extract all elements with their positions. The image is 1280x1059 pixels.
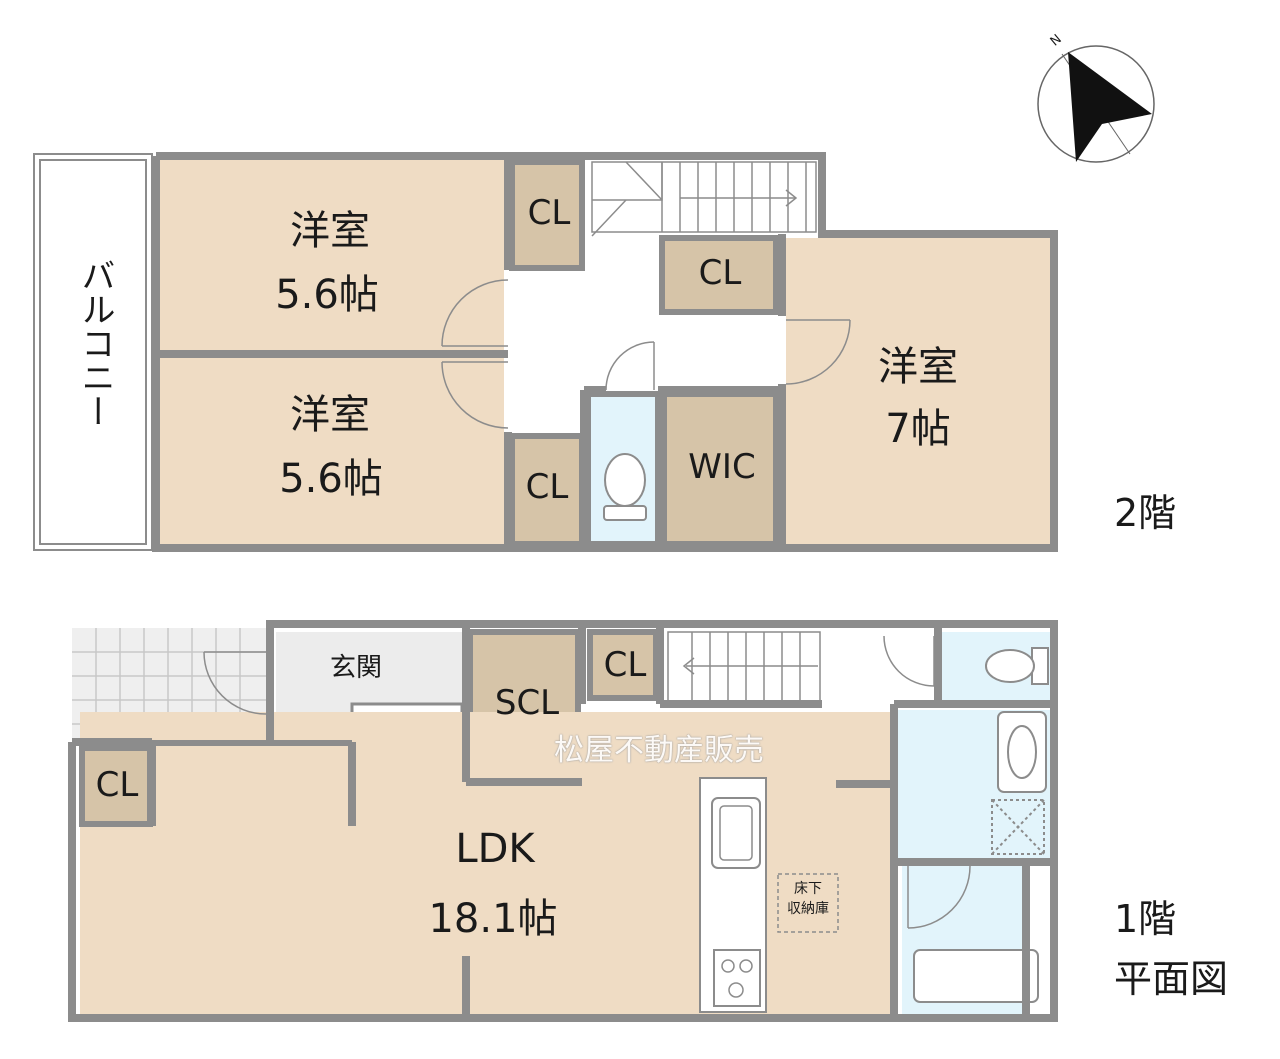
shoes-closet-label: SCL bbox=[494, 683, 560, 723]
doors-1f bbox=[203, 635, 971, 929]
wic-label: WIC bbox=[688, 447, 756, 487]
balcony-area bbox=[33, 153, 153, 551]
balcony-label: バルコニー bbox=[75, 258, 115, 428]
ldk-name: LDK bbox=[455, 826, 535, 872]
entrance-label: 玄関 bbox=[329, 653, 382, 683]
floor-1-plan bbox=[68, 453, 1058, 1022]
underfloor-storage-box bbox=[777, 873, 839, 933]
room-e-name: 洋室 bbox=[878, 344, 958, 390]
watermark: 松屋不動産販売 bbox=[554, 733, 764, 768]
room-sw-size: 5.6帖 bbox=[279, 456, 383, 502]
closet-2f-2-label: CL bbox=[525, 467, 569, 507]
room-e-size: 7帖 bbox=[885, 406, 951, 452]
kitchen-counter bbox=[699, 777, 767, 1013]
closet-2f-3 bbox=[659, 235, 779, 315]
closet-2f-3-label: CL bbox=[698, 253, 742, 293]
plan-title: 平面図 bbox=[1114, 957, 1229, 1001]
doors-2f bbox=[441, 279, 851, 429]
fixtures-1f bbox=[913, 647, 1049, 1003]
closet-1f-2-label: CL bbox=[95, 765, 139, 805]
closet-1f-2 bbox=[79, 745, 153, 827]
room-nw bbox=[160, 160, 504, 350]
closet-1f-1-label: CL bbox=[603, 645, 647, 685]
floor-2-plan bbox=[33, 45, 1155, 552]
walls-1f bbox=[68, 620, 1058, 1022]
underfloor-storage-line-2: 収納庫 bbox=[787, 901, 829, 917]
underfloor-storage-line-1: 床下 bbox=[794, 881, 822, 897]
room-sw-name: 洋室 bbox=[290, 392, 370, 438]
floor-2-label: 2階 bbox=[1114, 491, 1177, 535]
toilet-2f-fixture bbox=[603, 453, 647, 521]
stairs-2f bbox=[591, 161, 817, 237]
room-e bbox=[786, 238, 1050, 544]
compass bbox=[1037, 45, 1155, 163]
stairs-1f bbox=[667, 631, 821, 703]
closet-2f-1 bbox=[509, 159, 585, 271]
room-nw-size: 5.6帖 bbox=[275, 272, 379, 318]
floor-1-label: 1階 bbox=[1114, 897, 1177, 941]
room-sw bbox=[160, 358, 504, 544]
room-nw-name: 洋室 bbox=[290, 208, 370, 254]
walls-2f bbox=[152, 152, 1058, 552]
ldk-size: 18.1帖 bbox=[428, 896, 558, 942]
closet-1f-1 bbox=[587, 629, 659, 701]
closet-2f-1-label: CL bbox=[527, 193, 571, 233]
